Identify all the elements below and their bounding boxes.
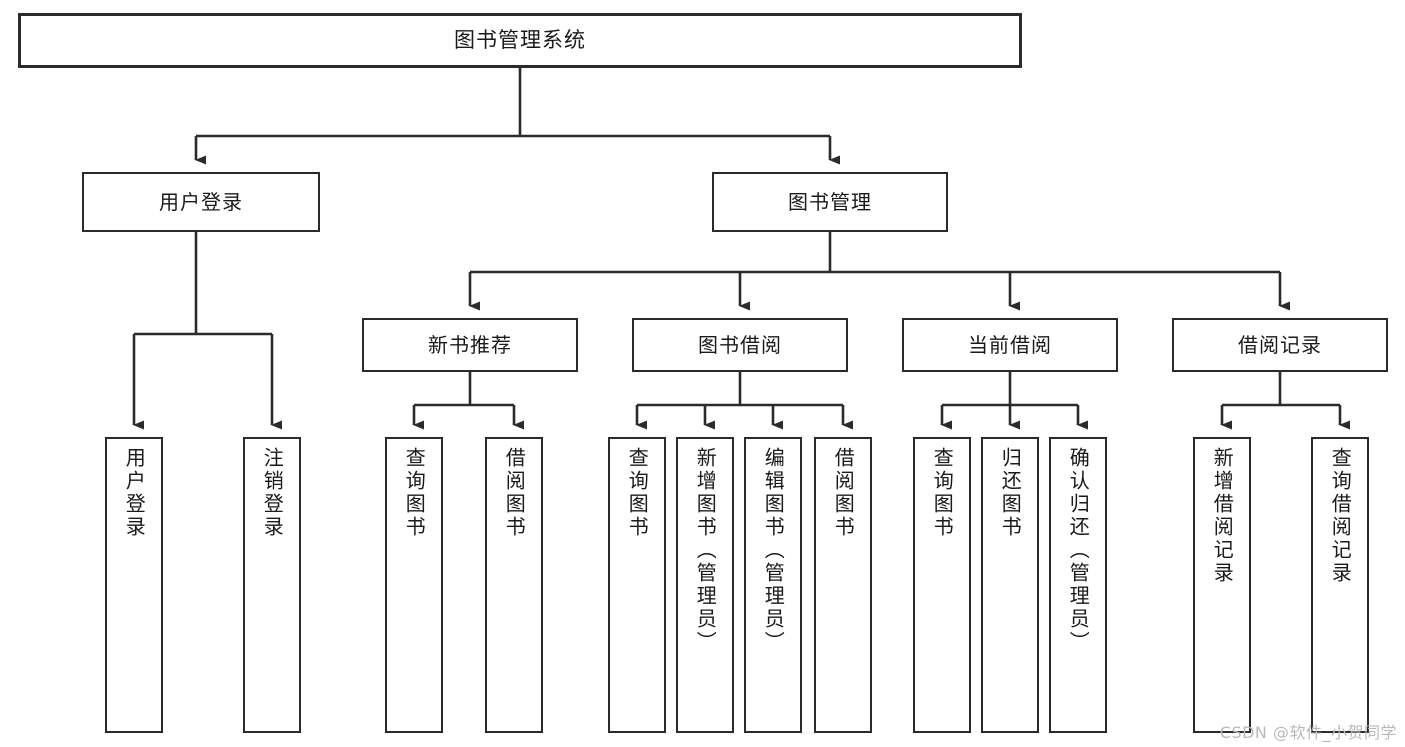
node-label: 用户登录 — [122, 447, 147, 539]
leaf-confirm-return-admin[interactable]: 确认归还（管理员） — [1049, 437, 1107, 733]
node-label: 查询借阅记录 — [1328, 447, 1353, 585]
node-label: 图书管理 — [788, 189, 872, 214]
node-label: 图书管理系统 — [454, 28, 586, 53]
leaf-query-book-recommend[interactable]: 查询图书 — [385, 437, 443, 733]
node-book-management[interactable]: 图书管理 — [712, 172, 948, 232]
node-label: 新增图书（管理员） — [693, 447, 718, 654]
leaf-add-book-admin[interactable]: 新增图书（管理员） — [676, 437, 734, 733]
node-label: 借阅图书 — [831, 447, 856, 539]
leaf-borrow-book-recommend[interactable]: 借阅图书 — [485, 437, 543, 733]
leaf-user-login[interactable]: 用户登录 — [105, 437, 163, 733]
node-label: 查询图书 — [625, 447, 650, 539]
node-label: 编辑图书（管理员） — [761, 447, 786, 654]
node-label: 查询图书 — [402, 447, 427, 539]
node-book-borrow[interactable]: 图书借阅 — [632, 318, 848, 372]
leaf-query-book-current[interactable]: 查询图书 — [913, 437, 971, 733]
leaf-logout[interactable]: 注销登录 — [243, 437, 301, 733]
node-borrow-record[interactable]: 借阅记录 — [1172, 318, 1388, 372]
node-label: 用户登录 — [159, 189, 243, 214]
node-label: 注销登录 — [260, 447, 285, 539]
leaf-borrow-book[interactable]: 借阅图书 — [814, 437, 872, 733]
leaf-return-book[interactable]: 归还图书 — [981, 437, 1039, 733]
leaf-query-book-borrow[interactable]: 查询图书 — [608, 437, 666, 733]
node-new-book-recommend[interactable]: 新书推荐 — [362, 318, 578, 372]
node-user-login[interactable]: 用户登录 — [82, 172, 320, 232]
node-label: 查询图书 — [930, 447, 955, 539]
leaf-edit-book-admin[interactable]: 编辑图书（管理员） — [744, 437, 802, 733]
node-label: 新增借阅记录 — [1210, 447, 1235, 585]
node-root[interactable]: 图书管理系统 — [18, 13, 1022, 68]
node-label: 借阅记录 — [1238, 332, 1322, 357]
node-label: 新书推荐 — [428, 332, 512, 357]
node-label: 当前借阅 — [968, 332, 1052, 357]
leaf-add-borrow-record[interactable]: 新增借阅记录 — [1193, 437, 1251, 733]
node-label: 归还图书 — [998, 447, 1023, 539]
node-label: 借阅图书 — [502, 447, 527, 539]
leaf-query-borrow-record[interactable]: 查询借阅记录 — [1311, 437, 1369, 733]
node-label: 图书借阅 — [698, 332, 782, 357]
node-label: 确认归还（管理员） — [1066, 447, 1091, 654]
node-current-borrow[interactable]: 当前借阅 — [902, 318, 1118, 372]
